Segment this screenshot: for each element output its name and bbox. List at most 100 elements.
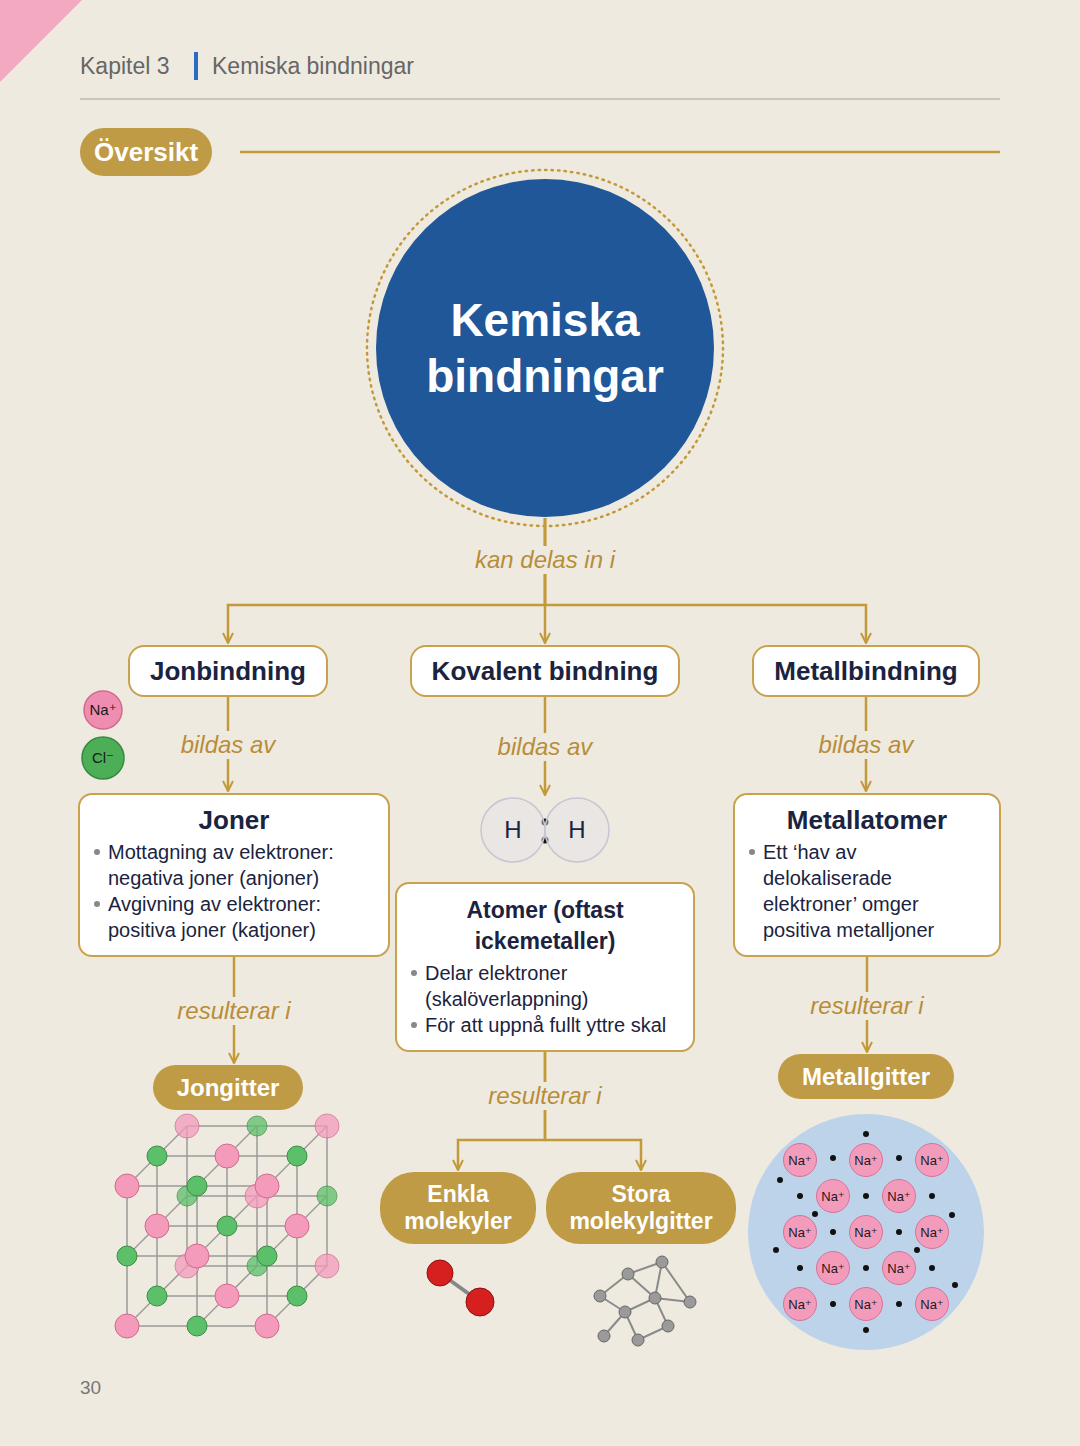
- node-text: H: [504, 816, 521, 844]
- chloride-ion: [217, 1216, 237, 1236]
- concept-box: Kovalent bindning: [410, 645, 681, 697]
- ion-label: Na⁺: [849, 1143, 883, 1177]
- node-text: Kovalent bindning: [432, 656, 659, 686]
- running-header: Kapitel 3: [80, 52, 170, 80]
- box-heading-row: Joner: [92, 805, 376, 835]
- chloride-ion: [147, 1146, 167, 1166]
- circle-shape: [84, 691, 122, 729]
- bullet-text: Delar elektroner (skalöverlappning): [425, 960, 681, 1012]
- bullet-row: Ett ‘hav av delokaliserade elektroner’ o…: [747, 839, 987, 943]
- node-text: Metallbindning: [774, 656, 957, 686]
- pill-label: Stora molekylgitter: [546, 1172, 736, 1244]
- ion-label: Na⁺: [783, 1215, 817, 1249]
- concept-box: Jonbindning: [128, 645, 328, 697]
- edge-label: bildas av: [175, 731, 282, 759]
- node-text: Kemiska bindningar: [375, 292, 715, 404]
- ion-label: Na⁺: [783, 1287, 817, 1321]
- sodium-ion: [145, 1214, 169, 1238]
- sodium-ion: [315, 1114, 339, 1138]
- bullet-text: Mottagning av elektroner: negativa joner…: [108, 839, 376, 891]
- sodium-ion: [255, 1314, 279, 1338]
- bullet-dot: [94, 849, 100, 855]
- circle-node: Na⁺: [83, 690, 123, 730]
- network-bonds: [600, 1262, 690, 1340]
- chloride-ion: [317, 1186, 337, 1206]
- circle-shape: [376, 179, 714, 517]
- chloride-ion: [287, 1286, 307, 1306]
- ion-label: Na⁺: [882, 1179, 916, 1213]
- circle-node: Cl⁻: [81, 736, 125, 780]
- node-text: H: [568, 816, 585, 844]
- sodium-ion: [215, 1284, 239, 1308]
- electron-dots: [773, 1131, 958, 1333]
- circle-shape: [481, 798, 545, 862]
- concept-box: Atomer (oftast ickemetaller) Delar elektr…: [395, 882, 695, 1052]
- circle-outline: [375, 178, 715, 518]
- oxygen-atom: [466, 1288, 494, 1316]
- ion-label: Na⁺: [849, 1287, 883, 1321]
- ion-label: Na⁺: [915, 1143, 949, 1177]
- electron-sea: [748, 1114, 984, 1350]
- node-text: Jongitter: [177, 1074, 280, 1101]
- bullet-dot: [411, 1022, 417, 1028]
- bullet-row: Delar elektroner (skalöverlappning): [409, 960, 681, 1012]
- sodium-ion: [255, 1174, 279, 1198]
- ion-label: Na⁺: [816, 1179, 850, 1213]
- header-bar: [194, 52, 198, 80]
- connector: [228, 518, 545, 643]
- circle-shape: [82, 737, 124, 779]
- chloride-ion: [287, 1146, 307, 1166]
- sodium-ion: [115, 1314, 139, 1338]
- page-number: 30: [80, 1377, 101, 1399]
- network-atoms: [594, 1256, 696, 1346]
- connector: [545, 518, 866, 643]
- pill-label: Översikt: [80, 128, 212, 176]
- edge-label: resulterar i: [171, 997, 296, 1025]
- bullet-dot: [411, 970, 417, 976]
- sodium-ion: [215, 1144, 239, 1168]
- header-rule: [80, 98, 1000, 100]
- box-heading-row: Metallatomer: [747, 805, 987, 835]
- node-text: Översikt: [94, 138, 198, 167]
- chloride-ion: [247, 1116, 267, 1136]
- ion-label: Na⁺: [783, 1143, 817, 1177]
- node-text: Metallgitter: [802, 1063, 930, 1090]
- edge-label: bildas av: [492, 733, 599, 761]
- box-heading: Atomer (oftast ickemetaller): [466, 897, 623, 954]
- bullet-dot: [749, 849, 755, 855]
- sodium-ion: [175, 1114, 199, 1138]
- circle-node: Kemiska bindningar: [375, 178, 715, 518]
- sodium-ion: [315, 1254, 339, 1278]
- node-text: Stora molekylgitter: [569, 1181, 712, 1234]
- node-text: Enkla molekyler: [404, 1181, 511, 1234]
- bullet-dot: [94, 901, 100, 907]
- pill-label: Metallgitter: [778, 1054, 954, 1099]
- chloride-ion: [147, 1286, 167, 1306]
- circle-node: H: [480, 797, 546, 863]
- edge-label: bildas av: [813, 731, 920, 759]
- ion-lattice: [115, 1114, 339, 1338]
- bullet-text: Avgivning av elektroner: positiva joner …: [108, 891, 376, 943]
- node-text: Jonbindning: [150, 656, 306, 686]
- chloride-ion: [257, 1246, 277, 1266]
- concept-box: MetallatomerEtt ‘hav av delokaliserade e…: [733, 793, 1001, 957]
- dotted-ring: [367, 170, 723, 526]
- ion-label: Na⁺: [816, 1251, 850, 1285]
- edge-label: resulterar i: [482, 1082, 607, 1110]
- bullet-row: För att uppnå fullt yttre skal: [409, 1012, 681, 1038]
- box-heading: Metallatomer: [787, 805, 947, 835]
- bullet-row: Mottagning av elektroner: negativa joner…: [92, 839, 376, 891]
- oxygen-atom: [427, 1260, 453, 1286]
- box-heading: Joner: [199, 805, 270, 835]
- section-rule: [240, 151, 1000, 154]
- connector: [458, 1052, 545, 1170]
- box-heading-row: Atomer (oftast ickemetaller): [409, 894, 681, 956]
- edge-label: kan delas in i: [469, 546, 621, 574]
- concept-box: Metallbindning: [752, 645, 979, 697]
- chloride-ion: [187, 1316, 207, 1336]
- pill-label: Jongitter: [153, 1065, 304, 1110]
- node-text: Na⁺: [89, 701, 116, 719]
- bullet-text: För att uppnå fullt yttre skal: [425, 1012, 666, 1038]
- chloride-ion: [187, 1176, 207, 1196]
